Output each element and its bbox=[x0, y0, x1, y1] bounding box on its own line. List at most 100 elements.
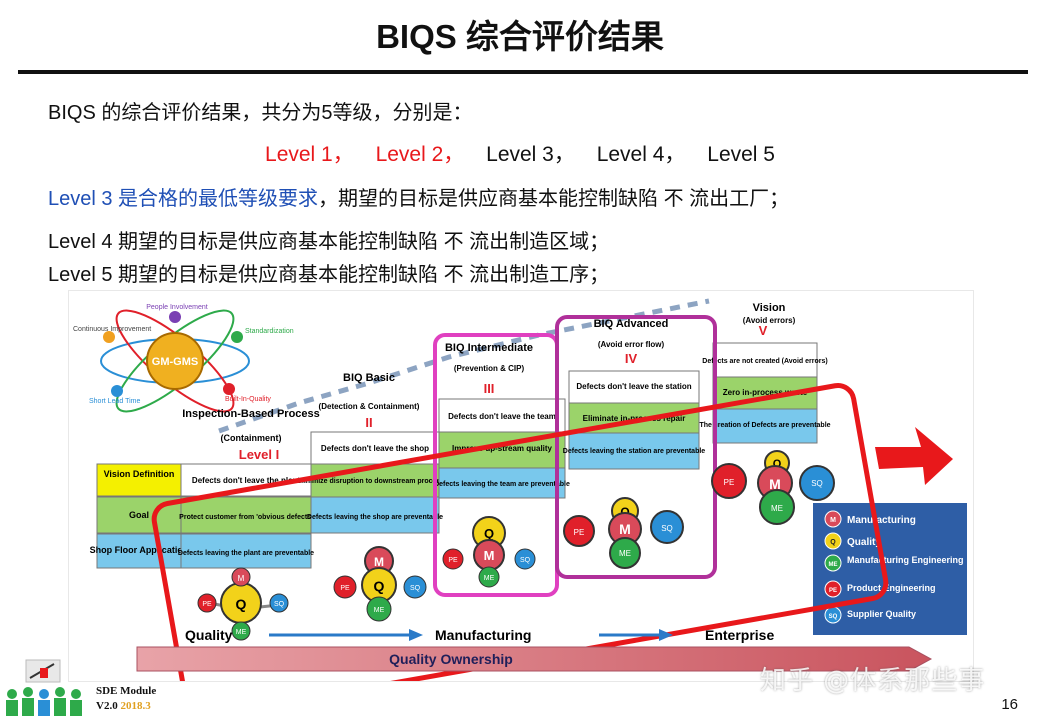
molecule-l2: M Q PE SQ ME bbox=[333, 546, 427, 622]
cell-l3-vision: Defects don't leave the team bbox=[448, 412, 556, 421]
stage-vision-sub: (Avoid errors) bbox=[743, 316, 796, 325]
footer-module: SDE Module V2.0 2018.3 bbox=[96, 684, 156, 714]
cell-l2-shop: Defects leaving the shop are preventable bbox=[307, 514, 443, 521]
legend-supplier-quality: Supplier Quality bbox=[847, 609, 916, 619]
cell-l5-goal: Zero in-process waste bbox=[723, 388, 808, 397]
level3-highlight: Level 3 是合格的最低等级要求 bbox=[48, 188, 319, 210]
svg-text:Q: Q bbox=[374, 578, 385, 594]
cell-l5-shop: The creation of Defects are preventable bbox=[699, 422, 830, 429]
svg-text:ME: ME bbox=[771, 504, 783, 513]
legend-manufacturing: Manufacturing bbox=[847, 515, 916, 526]
gm-label-people: People Involvement bbox=[146, 304, 208, 311]
page-number: 16 bbox=[1001, 696, 1018, 713]
stage-intermediate-title: BIQ Intermediate bbox=[445, 342, 533, 354]
svg-text:PE: PE bbox=[829, 588, 837, 594]
svg-text:SQ: SQ bbox=[520, 557, 531, 564]
module-year: 2018.3 bbox=[120, 700, 151, 712]
cell-l5-vision: Defects are not created (Avoid errors) bbox=[702, 358, 827, 365]
stage-vision-title: Vision bbox=[753, 302, 786, 314]
stage-advanced-sub: (Avoid error flow) bbox=[598, 340, 665, 349]
level-5: Level 5 bbox=[707, 143, 775, 166]
svg-text:ME: ME bbox=[619, 549, 631, 558]
gm-label-short-lead: Short Lead Time bbox=[89, 398, 140, 405]
svg-text:SQ: SQ bbox=[811, 479, 823, 488]
svg-text:ME: ME bbox=[829, 562, 838, 568]
stage-advanced-level: IV bbox=[625, 351, 638, 366]
molecule-l1: Q M PE SQ ME bbox=[197, 567, 289, 641]
legend-manufacturing-eng: Manufacturing Engineering bbox=[847, 555, 964, 565]
cell-l4-shop: Defects leaving the station are preventa… bbox=[563, 448, 705, 455]
stage-basic-title: BIQ Basic bbox=[343, 372, 395, 384]
svg-text:PE: PE bbox=[340, 585, 350, 592]
molecule-l3: Q M PE SQ ME bbox=[442, 516, 536, 588]
svg-text:ME: ME bbox=[374, 607, 385, 614]
svg-text:M: M bbox=[484, 548, 495, 563]
stage-inspection-sub: (Containment) bbox=[221, 433, 282, 443]
flow-manufacturing: Manufacturing bbox=[435, 627, 531, 643]
cell-l4-goal: Eliminate in-process repair bbox=[583, 414, 686, 423]
level4-line: Level 4 期望的目标是供应商基本能控制缺陷 不 流出制造区域； bbox=[48, 231, 610, 253]
svg-text:Q: Q bbox=[773, 458, 782, 470]
cell-l2-vision: Defects don't leave the shop bbox=[321, 444, 429, 453]
row-vision-definition: Vision Definition bbox=[104, 469, 175, 479]
svg-text:M: M bbox=[830, 517, 836, 524]
biq-diagram: GM-GMS People Involvement Standardizatio… bbox=[68, 290, 974, 682]
stage-inspection-level: Level I bbox=[239, 447, 279, 462]
module-version: V2.0 bbox=[96, 700, 118, 712]
quality-ownership: Quality Ownership bbox=[389, 651, 513, 667]
cell-l2-goal: Minimize disruption to downstream proces… bbox=[298, 478, 452, 485]
cell-l4-vision: Defects don't leave the station bbox=[576, 382, 691, 391]
level-4: Level 4， bbox=[596, 143, 686, 166]
stage-basic-sub: (Detection & Containment) bbox=[319, 402, 420, 411]
svg-text:Q: Q bbox=[484, 526, 494, 541]
gm-label-biq: Built-In-Quality bbox=[225, 396, 271, 403]
slide-title: BIQS 综合评价结果 bbox=[376, 18, 664, 55]
svg-text:PE: PE bbox=[448, 557, 458, 564]
sde-logo bbox=[6, 659, 82, 716]
legend-product-eng: Product Engineering bbox=[847, 583, 936, 593]
gm-label-ci: Continuous Improvement bbox=[73, 326, 151, 333]
stage-intermediate-sub: (Prevention & CIP) bbox=[454, 364, 525, 373]
title-divider bbox=[18, 70, 1028, 74]
svg-text:M: M bbox=[619, 521, 631, 537]
svg-text:PE: PE bbox=[574, 528, 585, 537]
level5-line: Level 5 期望的目标是供应商基本能控制缺陷 不 流出制造工序； bbox=[48, 264, 610, 286]
svg-text:SQ: SQ bbox=[661, 524, 673, 533]
stage-advanced-title: BIQ Advanced bbox=[594, 318, 669, 330]
gm-gms-atom: GM-GMS People Involvement Standardizatio… bbox=[73, 304, 294, 413]
cell-l3-goal: Improve up-stream quality bbox=[452, 444, 553, 453]
cell-l1-shop: Defects leaving the plant are preventabl… bbox=[178, 550, 314, 557]
flow-enterprise: Enterprise bbox=[705, 627, 774, 643]
svg-text:Q: Q bbox=[830, 539, 836, 546]
svg-text:M: M bbox=[374, 555, 384, 569]
level-2: Level 2， bbox=[375, 143, 465, 166]
level3-line: Level 3 是合格的最低等级要求，期望的目标是供应商基本能控制缺陷 不 流出… bbox=[48, 182, 789, 211]
level3-rest: ，期望的目标是供应商基本能控制缺陷 不 流出工厂； bbox=[318, 188, 790, 210]
gm-gms-center: GM-GMS bbox=[152, 356, 198, 368]
cell-l1-goal: Protect customer from 'obvious defects' bbox=[179, 514, 313, 521]
level-1: Level 1， bbox=[265, 143, 354, 166]
svg-text:SQ: SQ bbox=[829, 614, 838, 620]
levels-list: Level 1， Level 2， Level 3， Level 4， Leve… bbox=[0, 138, 1040, 168]
gm-label-standardization: Standardization bbox=[245, 328, 294, 335]
stage-vision-level: V bbox=[759, 323, 768, 338]
stage-intermediate-level: III bbox=[484, 381, 495, 396]
molecule-l4: Q M PE SQ ME bbox=[563, 497, 684, 569]
stage-inspection-title: Inspection-Based Process bbox=[182, 408, 320, 420]
flow-quality: Quality bbox=[185, 627, 233, 643]
cell-l3-shop: Defects leaving the team are preventable bbox=[434, 481, 570, 488]
svg-text:M: M bbox=[238, 574, 245, 583]
svg-text:PE: PE bbox=[202, 601, 212, 608]
svg-text:PE: PE bbox=[724, 478, 735, 487]
watermark: 知乎 @体系那些事 bbox=[760, 666, 986, 696]
module-name: SDE Module bbox=[96, 685, 157, 697]
row-goal: Goal bbox=[129, 510, 149, 520]
molecule-l5: Q M PE SQ ME bbox=[711, 450, 835, 525]
level-3: Level 3， bbox=[486, 143, 575, 166]
intro-text: BIQS 的综合评价结果，共分为5等级，分别是： bbox=[48, 102, 473, 124]
svg-text:ME: ME bbox=[236, 629, 247, 636]
svg-text:SQ: SQ bbox=[410, 585, 421, 592]
stage-basic-level: II bbox=[365, 415, 372, 430]
svg-text:SQ: SQ bbox=[274, 601, 285, 608]
row-shop-floor: Shop Floor Application bbox=[90, 545, 189, 555]
